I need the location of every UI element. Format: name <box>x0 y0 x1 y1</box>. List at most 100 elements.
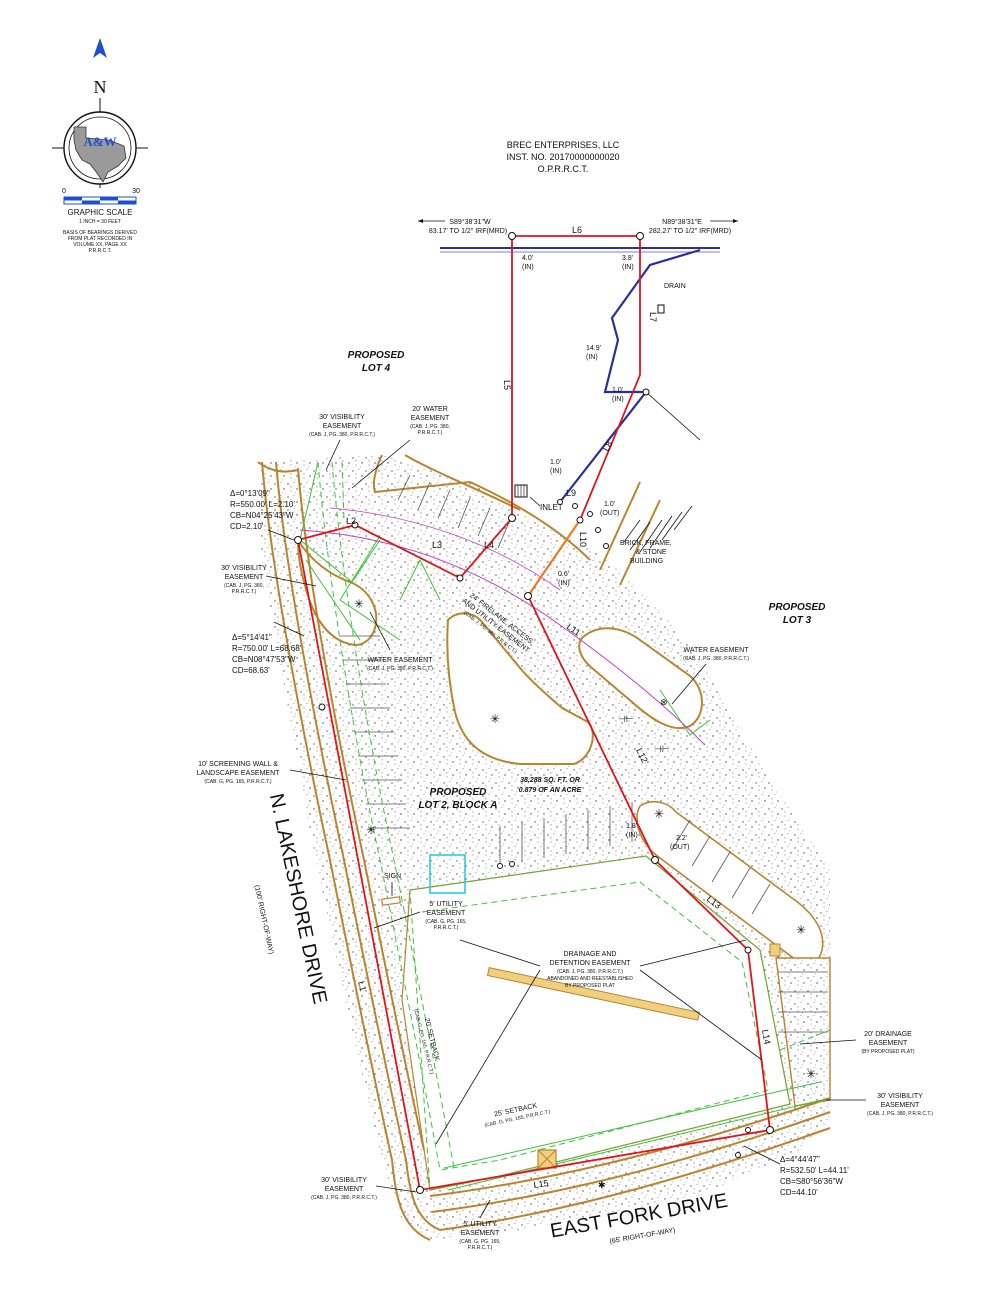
basis-line-1: BASIS OF BEARINGS DERIVED <box>63 230 137 236</box>
east-fork-curbs <box>429 1097 831 1231</box>
sign-label: SIGN <box>384 873 401 880</box>
dim-14-9-in: (IN) <box>586 354 598 361</box>
dim-1-0-a: 1.0' <box>612 387 623 394</box>
util5b-line-2: EASEMENT <box>461 1230 500 1237</box>
structure-east <box>769 943 781 957</box>
util5a-line-2: EASEMENT <box>427 910 466 917</box>
svg-text:✳: ✳ <box>354 597 364 611</box>
dim-0-6-in: (IN) <box>558 580 570 587</box>
dim-1-0-out-label: (OUT) <box>600 510 619 517</box>
north-letter: N <box>94 77 107 97</box>
tree-symbols: ✳ ✳ ✳ ✳ ✳ ✳ <box>354 597 816 1081</box>
bearing-left-1: S89°38'31"W <box>449 218 491 226</box>
svg-text:✳: ✳ <box>806 1067 816 1081</box>
svg-text:⊣⊢: ⊣⊢ <box>654 744 670 754</box>
wall-bar <box>486 967 701 1021</box>
scale-unit: 1 INCH = 30 FEET <box>79 219 121 225</box>
dim-1-0-b-in: (IN) <box>550 468 562 475</box>
vis3-line-1: 30' VISIBILITY <box>877 1093 923 1100</box>
drain20-line-2: EASEMENT <box>869 1040 908 1047</box>
drain20-line-1: 20' DRAINAGE <box>864 1031 912 1038</box>
cyan-box <box>429 854 466 894</box>
line-label-l10: L10 <box>578 532 588 547</box>
parking-stalls-north <box>397 474 511 549</box>
svg-text:⊣⊢: ⊣⊢ <box>618 714 634 724</box>
util5b-line-1: 5' UTILITY <box>463 1221 497 1228</box>
drainage-line-5: BY PROPOSED PLAT <box>565 983 615 989</box>
screen-label-1: 10' SCREENING WALL & <box>198 761 278 768</box>
line-label-l4: L4 <box>484 540 494 550</box>
parking-stalls-east <box>671 819 828 1033</box>
owner-instrument: INST. NO. 20170000000020 <box>506 152 619 162</box>
curve2-delta: Δ=5°14'41" <box>232 633 272 642</box>
dim-0-6: 0.6' <box>558 571 569 578</box>
util5a-line-3: (CAB. G, PG. 165, <box>425 919 466 925</box>
dim-14-9: 14.9' <box>586 345 601 352</box>
curb-east-drive <box>599 481 641 571</box>
water20-line-3: (CAB. J, PG. 380, <box>410 424 450 430</box>
vis4-line-3: (CAB. J, PG. 380, P.R.R.C.T.) <box>311 1195 377 1201</box>
area-label-2: 0.879 OF AN ACRE <box>519 787 582 794</box>
line-label-l3: L3 <box>432 540 442 550</box>
util5a-line-4: P.R.R.C.T.) <box>434 925 459 931</box>
curve1-chord-bearing: CB=N04°25'43"W <box>230 511 294 520</box>
curve2-chord-distance: CD=68.63' <box>232 666 270 675</box>
curve2-radius: R=750.00' L=68.68' <box>232 644 302 653</box>
line-label-l8: L8 <box>601 439 615 453</box>
line-label-l7: L7 <box>648 312 658 322</box>
lot3-label-1: PROPOSED <box>769 602 826 613</box>
curve3-chord-bearing: CB=S80°56'36"W <box>780 1177 843 1186</box>
light-pole-icons: ⊗ ✱ ⊣⊢ ⊣⊢ <box>598 697 670 1190</box>
seal-text: A&W <box>83 134 116 149</box>
curb-nw <box>257 461 299 473</box>
building-label-1: BRICK, FRAME, <box>620 540 672 547</box>
vis1-line-2: EASEMENT <box>323 423 362 430</box>
screen-label-2: LANDSCAPE EASEMENT <box>197 770 281 777</box>
dim-1-0-b: 1.0' <box>550 459 561 466</box>
basis-line-2: FROM PLAT RECORDED IN <box>68 236 133 242</box>
vis3-line-3: (CAB. J, PG. 380, P.R.R.C.T.) <box>867 1111 933 1117</box>
dim-1-8: 1.8' <box>626 823 637 830</box>
island-southeast <box>636 800 824 967</box>
water-easement-label: WATER EASEMENT <box>368 657 434 664</box>
water-line-ext <box>645 391 701 441</box>
svg-text:✳: ✳ <box>796 923 806 937</box>
util5b-line-3: (CAB. G, PG. 165, <box>459 1239 500 1245</box>
basis-line-4: P.R.R.C.T. <box>89 248 112 254</box>
building-label-3: BUILDING <box>630 558 663 565</box>
vis2-line-2: EASEMENT <box>225 574 264 581</box>
line-label-l14: L14 <box>760 1029 772 1046</box>
curve3-radius: R=532.50' L=44.11' <box>780 1166 849 1175</box>
sign-marker <box>380 896 402 906</box>
scale-tick-30: 30 <box>132 188 140 195</box>
vis2-line-1: 30' VISIBILITY <box>221 565 267 572</box>
water-easement-east-label: WATER EASEMENT <box>684 647 750 654</box>
line-label-l5: L5 <box>502 380 512 390</box>
bearing-right-2: 282.27' TO 1/2" IRF(MRD) <box>649 228 731 235</box>
graphic-scale: 0 30 GRAPHIC SCALE 1 INCH = 30 FEET BASI… <box>62 188 140 254</box>
svg-text:✳: ✳ <box>366 823 376 837</box>
lot3-label-2: LOT 3 <box>783 615 812 626</box>
dim-1-8-in: (IN) <box>626 832 638 839</box>
curve3-chord-distance: CD=44.10' <box>780 1188 818 1197</box>
bearing-right-1: N89°38'31"E <box>662 218 702 226</box>
dim-2-2-out: (OUT) <box>670 844 689 851</box>
parking-stalls-south <box>499 802 633 866</box>
vis1-line-3: (CAB. J, PG. 380, P.R.R.C.T.) <box>309 432 375 438</box>
n-lakeshore-curbs <box>261 461 441 1241</box>
owner-records: O.P.R.R.C.T. <box>538 164 589 174</box>
drain-label: DRAIN <box>664 283 686 290</box>
water20-line-1: 20' WATER <box>412 406 448 413</box>
lot-boundary <box>297 235 771 1192</box>
water20-line-4: P.R.R.C.T.) <box>418 430 443 436</box>
lot4-label-2: LOT 4 <box>362 363 391 374</box>
curve1-delta: Δ=0°13'09" <box>230 489 270 498</box>
area-label-1: 38,288 SQ. FT. OR <box>520 777 580 784</box>
svg-text:✳: ✳ <box>654 807 664 821</box>
building-label-2: & STONE <box>636 549 667 556</box>
vis4-line-1: 30' VISIBILITY <box>321 1177 367 1184</box>
screen-label-3: (CAB. G, PG. 165, P.R.R.C.T.) <box>204 779 271 785</box>
island-east <box>578 627 703 730</box>
drainage-line-4: ABANDONED AND REESTABLISHED <box>547 976 633 982</box>
curve3-delta: Δ=4°44'47" <box>780 1155 820 1164</box>
